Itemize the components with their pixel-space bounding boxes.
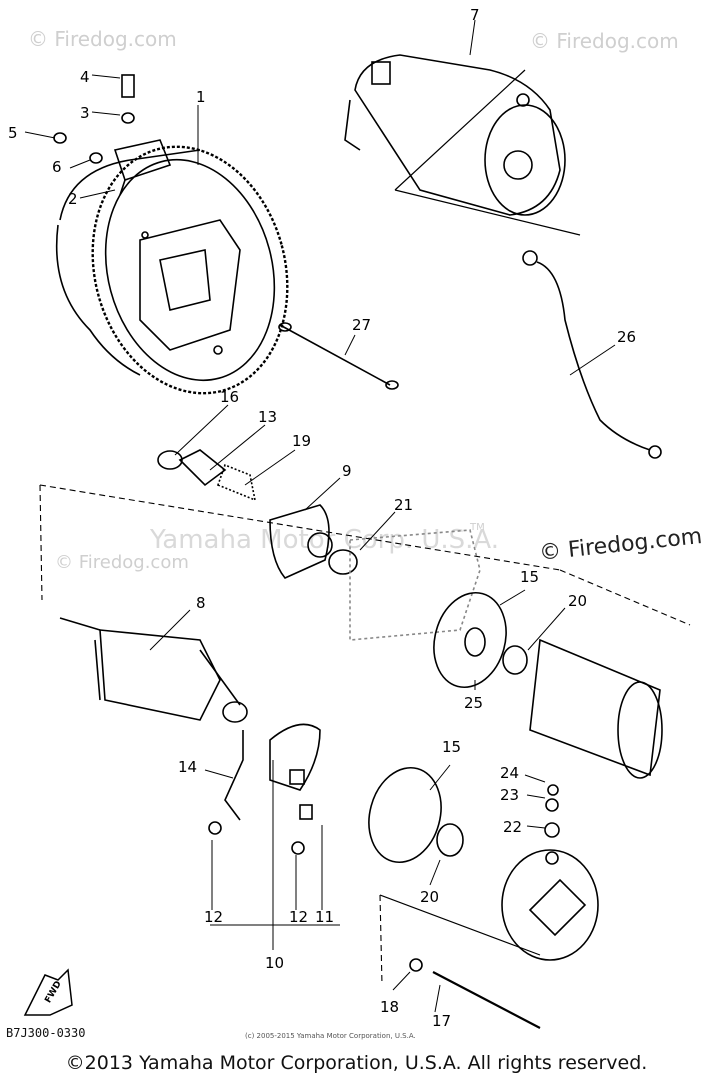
watermark-mid-right: © Firedog.com xyxy=(538,524,703,566)
long-bolt xyxy=(432,971,541,1029)
callout-15-upper: 15 xyxy=(520,568,539,586)
small-copyright: (c) 2005-2015 Yamaha Motor Corporation, … xyxy=(245,1032,416,1040)
o-ring-upper xyxy=(433,591,507,689)
callout-3: 3 xyxy=(80,104,90,122)
washer-20-lower xyxy=(436,823,464,857)
callout-21: 21 xyxy=(394,496,413,514)
callout-26: 26 xyxy=(617,328,636,346)
callout-5: 5 xyxy=(8,124,18,142)
rod xyxy=(278,322,399,390)
callout-1: 1 xyxy=(196,88,206,106)
washer-20-upper xyxy=(502,645,528,675)
callout-16: 16 xyxy=(220,388,239,406)
callout-20-upper: 20 xyxy=(568,592,587,610)
callout-2: 2 xyxy=(68,190,78,208)
part-code: B7J300-0330 xyxy=(6,1026,86,1040)
callout-13: 13 xyxy=(258,408,277,426)
callout-18: 18 xyxy=(380,998,399,1016)
bracket-assembly xyxy=(53,74,172,196)
yoke xyxy=(529,638,663,779)
lead-wire xyxy=(522,250,662,459)
callout-20-lower: 20 xyxy=(420,888,439,906)
callout-11: 11 xyxy=(315,908,334,926)
brush-plate xyxy=(208,723,321,855)
callout-19: 19 xyxy=(292,432,311,450)
callout-23: 23 xyxy=(500,786,519,804)
callout-25: 25 xyxy=(464,694,483,712)
callout-27: 27 xyxy=(352,316,371,334)
end-cover xyxy=(501,784,599,961)
copyright-notice: ©2013 Yamaha Motor Corporation, U.S.A. A… xyxy=(65,1052,648,1074)
ring-gear xyxy=(55,145,289,395)
watermark-top-left: © Firedog.com xyxy=(28,27,177,51)
callout-12-right: 12 xyxy=(289,908,308,926)
callout-8: 8 xyxy=(196,594,206,612)
watermark-mid-left: © Firedog.com xyxy=(55,552,189,573)
callout-4: 4 xyxy=(80,68,90,86)
callout-14: 14 xyxy=(178,758,197,776)
parts-drawing xyxy=(24,19,691,1029)
callout-15-lower: 15 xyxy=(442,738,461,756)
armature xyxy=(59,617,248,723)
callout-22: 22 xyxy=(503,818,522,836)
callout-24: 24 xyxy=(500,764,519,782)
watermark-top-right: © Firedog.com xyxy=(530,29,679,53)
washer-25 xyxy=(464,627,486,657)
callout-12-left: 12 xyxy=(204,908,223,926)
o-ring-lower xyxy=(368,766,442,864)
starter-motor xyxy=(344,54,566,216)
washer-18 xyxy=(409,958,423,972)
callout-7: 7 xyxy=(470,6,480,24)
callout-10: 10 xyxy=(265,954,284,972)
clutch-parts xyxy=(157,449,481,641)
callout-6: 6 xyxy=(52,158,62,176)
watermark-trademark: TM xyxy=(469,522,485,533)
callout-17: 17 xyxy=(432,1012,451,1030)
fwd-arrow-icon: FWD xyxy=(23,968,73,1016)
callout-9: 9 xyxy=(342,462,352,480)
watermark-overlay: Yamaha Motor Corp. U.S.A. xyxy=(149,525,499,555)
